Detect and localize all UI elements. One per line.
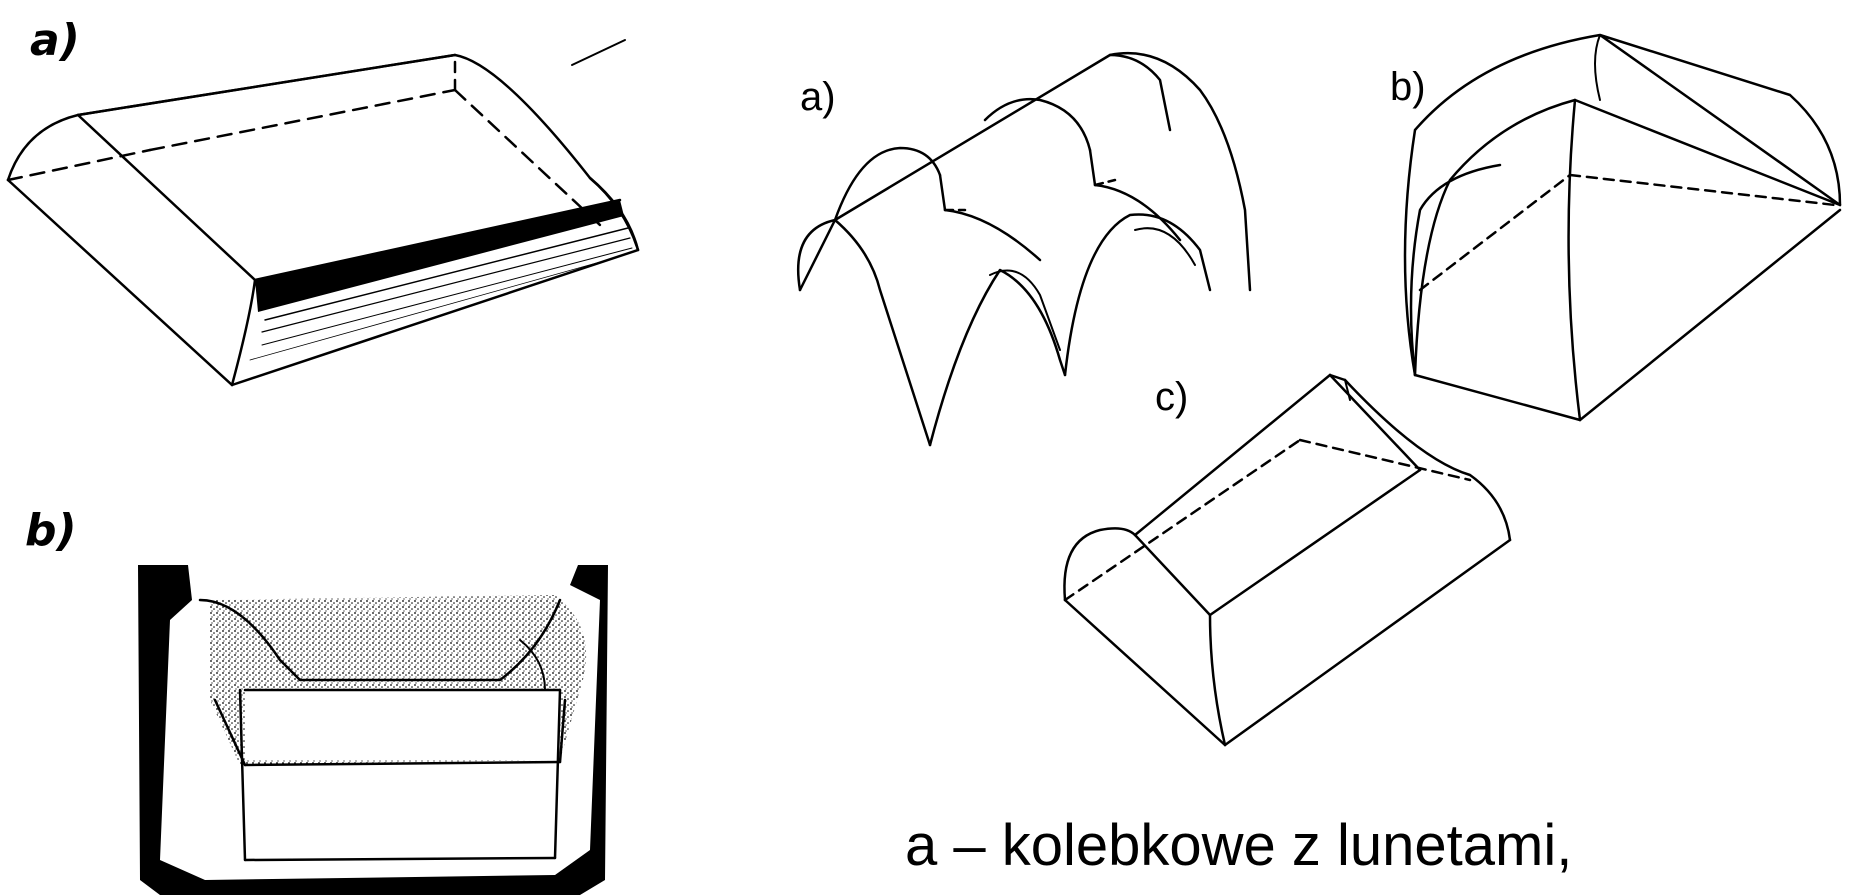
label-left-a: a) [30,15,80,66]
cloister-vault-rectangular-drawing [1403,33,1842,422]
vault-variant-c-drawing [1063,373,1512,747]
label-right-a: a) [800,75,836,119]
cloister-vault-drawing-a [6,39,640,387]
barrel-vault-with-lunettes-drawing [796,51,1252,447]
label-right-b: b) [1390,65,1426,109]
label-right-c: c) [1155,375,1188,419]
vault-model-illustration-b [138,565,608,895]
figure-caption: a – kolebkowe z lunetami, [905,813,1573,878]
label-left-b: b) [25,505,77,556]
